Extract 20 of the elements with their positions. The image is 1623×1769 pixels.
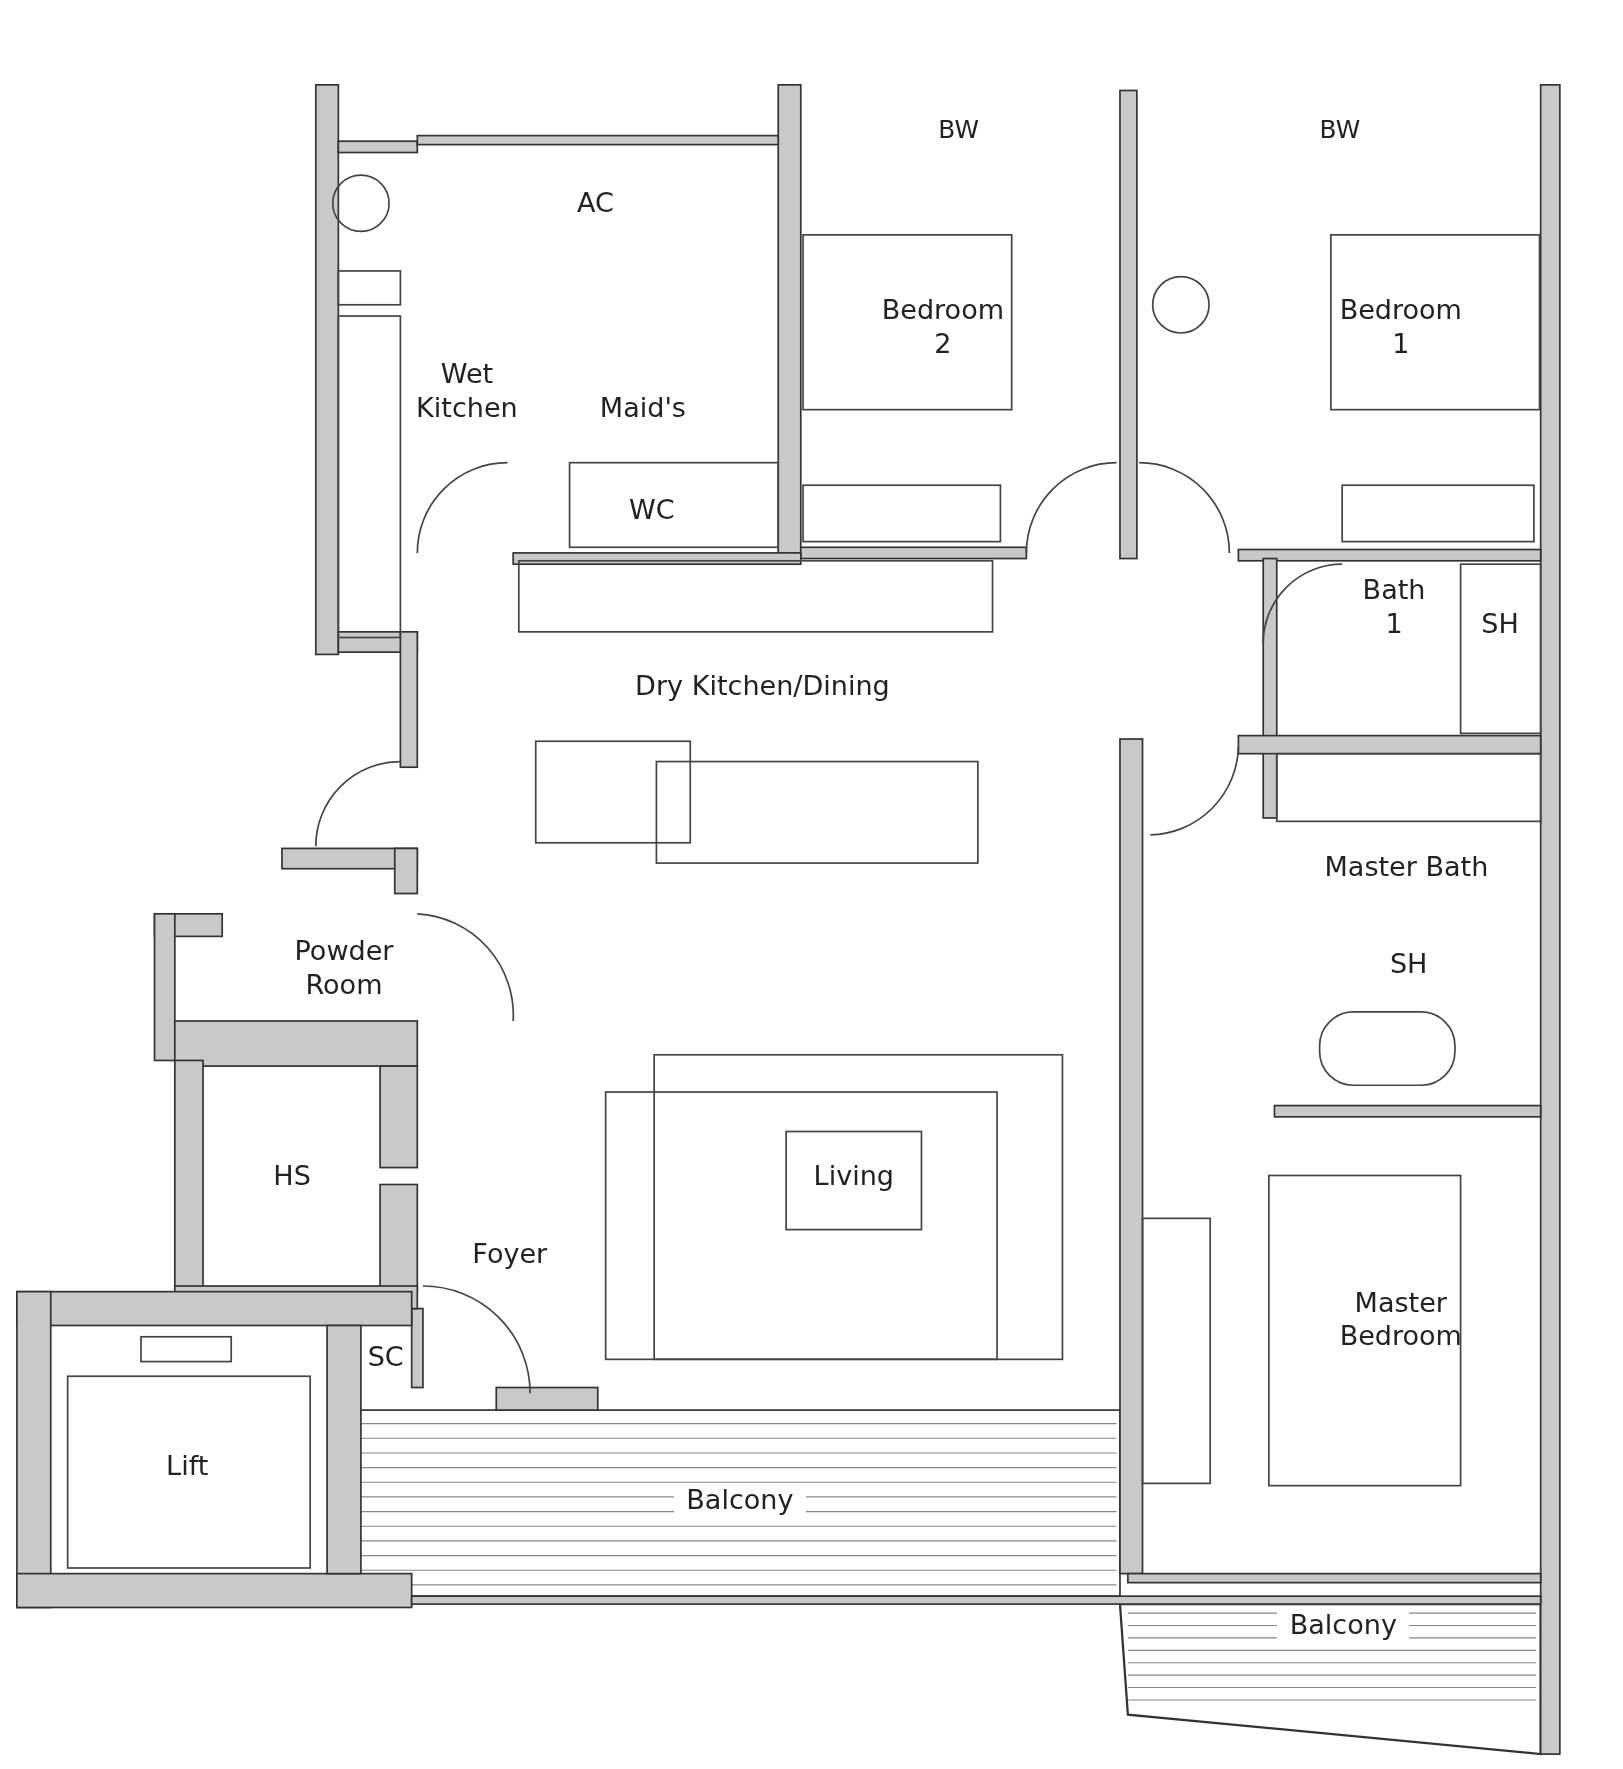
room-label: Maid's	[598, 391, 687, 426]
room-label: Living	[812, 1159, 895, 1194]
room-label: HS	[272, 1159, 312, 1194]
room-label: Bath 1	[1361, 572, 1427, 641]
room-label: WC	[628, 492, 676, 527]
room-label: Wet Kitchen	[415, 357, 519, 426]
room-label: SH	[1480, 606, 1520, 641]
room-label: Master Bath	[1323, 850, 1490, 885]
room-label: BW	[937, 114, 980, 146]
room-label: Powder Room	[293, 933, 395, 1002]
room-label: Lift	[165, 1449, 210, 1484]
room-label: SH	[1388, 947, 1429, 982]
room-label: Master Bedroom	[1338, 1285, 1463, 1354]
room-label: Bedroom 1	[1338, 293, 1463, 361]
room-label: Bedroom 2	[880, 293, 1006, 361]
room-label: Dry Kitchen/Dining	[634, 668, 891, 703]
room-label: SC	[366, 1339, 405, 1374]
room-label: AC	[576, 186, 615, 220]
room-label: Foyer	[471, 1237, 549, 1272]
room-label: BW	[1318, 114, 1362, 146]
